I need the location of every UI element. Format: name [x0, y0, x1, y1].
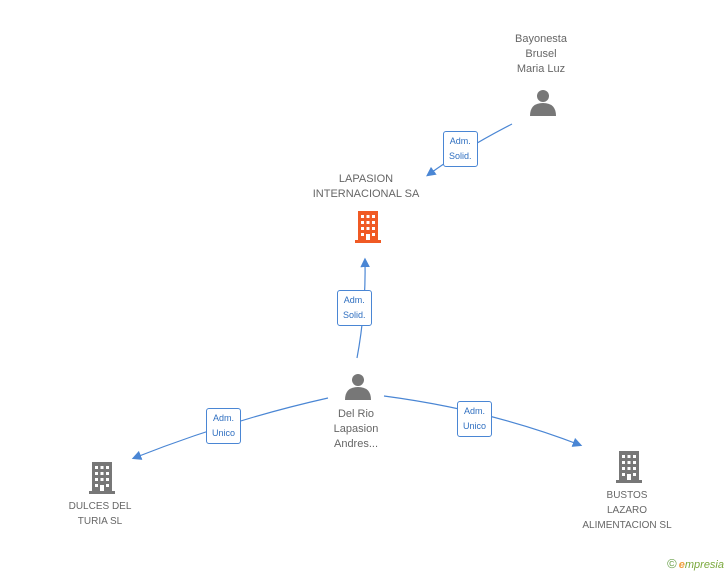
badge-line: Unico	[212, 428, 236, 438]
label-line: Andres...	[333, 438, 379, 450]
label-line: Bayonesta	[515, 33, 567, 45]
label-line: LAZARO	[606, 505, 647, 516]
empresia-logo: ©empresia	[667, 556, 724, 571]
badge-line: Adm.	[343, 295, 365, 305]
label-line: Brusel	[525, 48, 557, 60]
node-label-lapasion[interactable]: LAPASION INTERNACIONAL SA	[296, 172, 436, 202]
label-line: Lapasion	[333, 423, 379, 435]
person-icon[interactable]	[529, 88, 557, 116]
node-label-delrio[interactable]: Del Rio Lapasion Andres...	[306, 407, 406, 452]
label-line: TURIA SL	[77, 516, 123, 527]
badge-line: Adm.	[449, 136, 471, 146]
label-line: DULCES DEL	[68, 501, 132, 512]
label-line: ALIMENTACION SL	[582, 520, 672, 531]
edge-badge-delrio-lapasion[interactable]: Adm. Solid.	[337, 290, 372, 326]
copyright-icon: ©	[667, 556, 677, 571]
building-icon[interactable]	[613, 449, 645, 483]
logo-letter: e	[678, 559, 685, 571]
edge-badge-bayonesta-lapasion[interactable]: Adm. Solid.	[443, 131, 478, 167]
label-line: LAPASION	[338, 173, 394, 185]
building-icon[interactable]	[86, 460, 118, 494]
person-icon[interactable]	[344, 372, 372, 400]
badge-line: Adm.	[464, 406, 486, 416]
badge-line: Adm.	[213, 413, 235, 423]
edge-badge-delrio-bustos[interactable]: Adm. Unico	[457, 401, 493, 437]
badge-line: Solid.	[449, 151, 472, 161]
badge-line: Unico	[463, 421, 487, 431]
node-label-bayonesta[interactable]: Bayonesta Brusel Maria Luz	[491, 32, 591, 77]
edge-badge-delrio-dulces[interactable]: Adm. Unico	[206, 408, 242, 444]
logo-text: mpresia	[684, 559, 724, 571]
label-line: Del Rio	[337, 408, 375, 420]
label-line: Maria Luz	[516, 63, 566, 75]
badge-line: Solid.	[343, 310, 366, 320]
node-label-bustos[interactable]: BUSTOS LAZARO ALIMENTACION SL	[567, 488, 687, 533]
building-icon[interactable]	[352, 209, 384, 243]
label-line: INTERNACIONAL SA	[312, 188, 420, 200]
node-label-dulces[interactable]: DULCES DEL TURIA SL	[50, 499, 150, 529]
label-line: BUSTOS	[606, 490, 648, 501]
